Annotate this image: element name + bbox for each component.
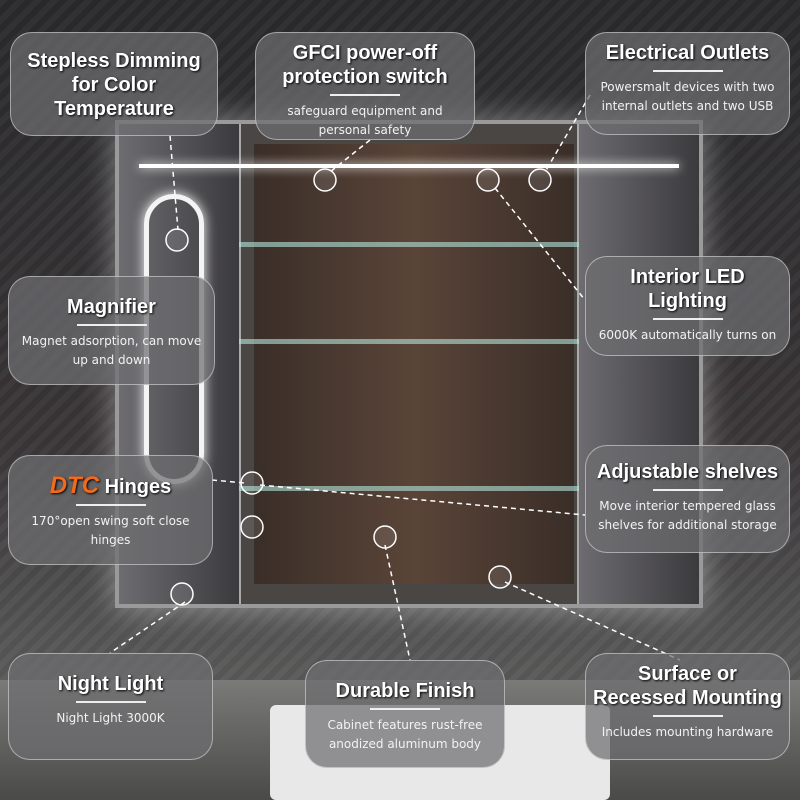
callout-title: Magnifier [67,296,156,318]
callout-title: Hinges [104,476,172,498]
callout-interior-led: Interior LED Lighting 6000K automaticall… [585,256,790,356]
callout-desc: Magnet adsorption, can move up and down [21,334,202,367]
callout-title: Interior LED Lighting [630,266,745,312]
led-light-bar [139,164,679,168]
callout-desc: Includes mounting hardware [601,725,774,739]
callout-dtc-hinges: DTC Hinges 170°open swing soft close hin… [8,455,213,565]
medicine-cabinet [115,120,703,608]
callout-desc: safeguard equipment and personal safety [287,104,443,137]
callout-title: Electrical Outlets [605,42,770,64]
callout-durable-finish: Durable Finish Cabinet features rust-fre… [305,660,505,768]
callout-stepless-dimming: Stepless Dimming for Color Temperature [10,32,218,136]
callout-magnifier: Magnifier Magnet adsorption, can move up… [8,276,215,385]
callout-desc: Powersmalt devices with two internal out… [600,80,775,113]
callout-mounting: Surface or Recessed Mounting Includes mo… [585,653,790,760]
callout-desc: 170°open swing soft close hinges [31,514,190,547]
callout-desc: Move interior tempered glass shelves for… [598,499,777,532]
glass-shelf [239,339,579,344]
callout-title: Durable Finish [335,680,475,702]
callout-desc: 6000K automatically turns on [598,328,777,342]
cabinet-interior [254,144,574,584]
callout-title: Night Light [57,673,164,695]
glass-shelf [239,486,579,491]
callout-gfci: GFCI power-off protection switch safegua… [255,32,475,140]
callout-title: Surface or Recessed Mounting [593,663,782,709]
callout-night-light: Night Light Night Light 3000K [8,653,213,760]
glass-shelf [239,242,579,247]
callout-title: Stepless Dimming for Color Temperature [27,50,201,120]
callout-adjustable-shelves: Adjustable shelves Move interior tempere… [585,445,790,553]
callout-electrical-outlets: Electrical Outlets Powersmalt devices wi… [585,32,790,135]
callout-desc: Night Light 3000K [56,711,165,725]
callout-title: Adjustable shelves [596,461,779,483]
callout-desc: Cabinet features rust-free anodized alum… [327,718,483,751]
callout-title: GFCI power-off protection switch [282,42,448,88]
brand-logo-dtc: DTC [49,472,100,499]
